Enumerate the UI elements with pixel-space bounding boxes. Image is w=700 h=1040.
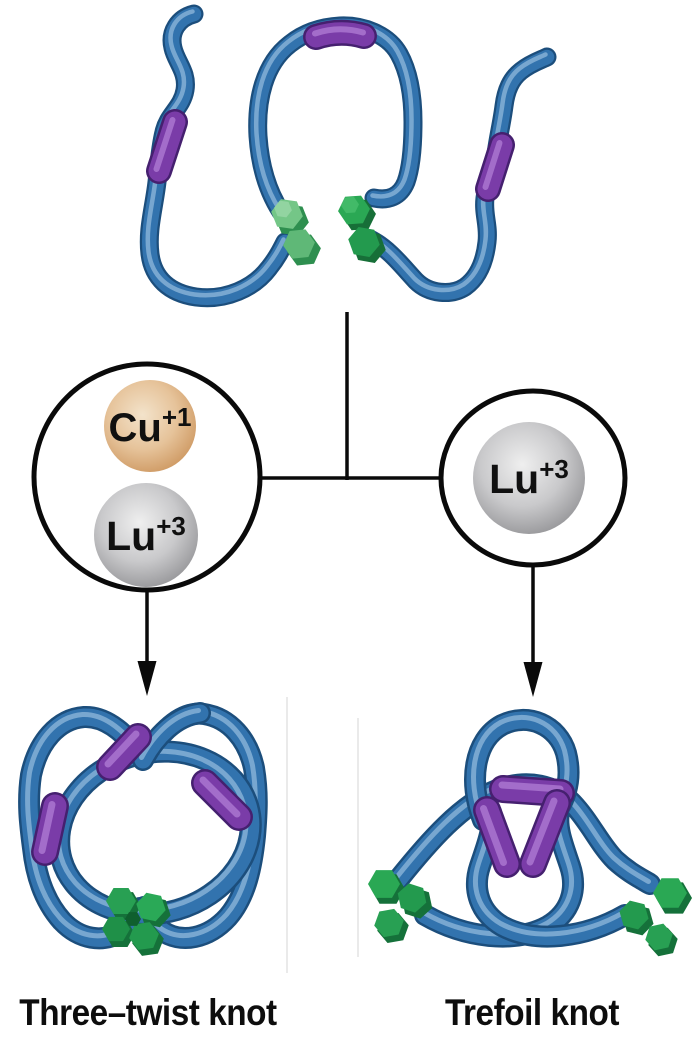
lutetium-ion-sphere <box>473 422 585 534</box>
copper-ion-label: Cu+1 <box>109 402 192 450</box>
lutetium-ion-sphere <box>94 483 198 587</box>
three-twist-knot-graphic <box>28 711 271 957</box>
down-arrow-left-icon <box>137 591 157 696</box>
three-twist-knot-label: Three–twist knot <box>19 992 277 1033</box>
image-seam-left <box>286 697 288 973</box>
lutetium-ion-label: Lu+3 <box>489 454 569 502</box>
reagent-circle-left: Cu+1 Lu+3 <box>31 361 263 593</box>
trefoil-knot-graphic <box>368 717 692 958</box>
down-arrow-right-icon <box>523 566 543 697</box>
strand-central-loop <box>256 23 413 212</box>
branch-connector-lines <box>261 312 441 480</box>
image-seam-right <box>357 718 359 957</box>
reagent-circle-right: Lu+3 <box>438 388 628 568</box>
open-chain-strand-graphic <box>148 12 547 298</box>
purple-binder-band <box>315 29 364 37</box>
purple-binder-band <box>486 143 503 189</box>
strand-right-arm <box>371 55 548 293</box>
copper-ion-sphere <box>104 380 196 472</box>
lutetium-ion-label: Lu+3 <box>106 511 186 559</box>
purple-binder-band <box>530 801 557 864</box>
purple-binder-band <box>42 805 55 853</box>
trefoil-knot-label: Trefoil knot <box>444 992 620 1033</box>
